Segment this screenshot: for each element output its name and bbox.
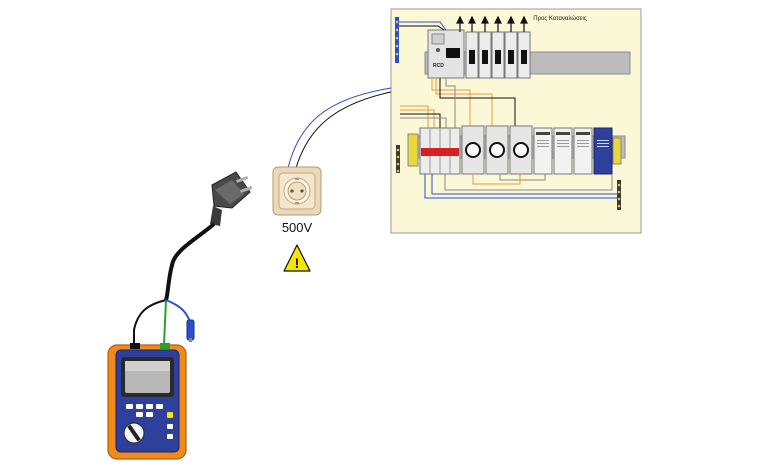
panel-title: Προς Καταναλώσεις [533, 16, 587, 22]
insulation-tester-icon [107, 343, 187, 460]
earth-bar-left [396, 145, 400, 173]
test-probe [186, 319, 195, 342]
socket-cable [287, 87, 392, 169]
top-breakers [465, 31, 531, 79]
rcd-device: RCD [427, 29, 465, 79]
main-breaker [419, 127, 461, 175]
warning-symbol: ! [295, 255, 300, 271]
schuko-socket-icon [272, 166, 322, 216]
surge-arresters [533, 127, 613, 175]
warning-triangle-icon: ! [283, 244, 311, 272]
rcd-label: RCD [433, 63, 444, 69]
schuko-plug-icon [210, 171, 253, 226]
terminal-right [612, 137, 622, 165]
terminal-left [407, 133, 419, 167]
earth-bar-right [617, 180, 621, 210]
meter-cable [133, 222, 216, 345]
fuse-holders [461, 125, 533, 175]
neutral-bar-left [395, 17, 399, 63]
distribution-panel: Προς Καταναλώσεις RCD [390, 8, 642, 234]
test-voltage-label: 500V [281, 220, 313, 235]
outgoing-lines [456, 15, 528, 32]
